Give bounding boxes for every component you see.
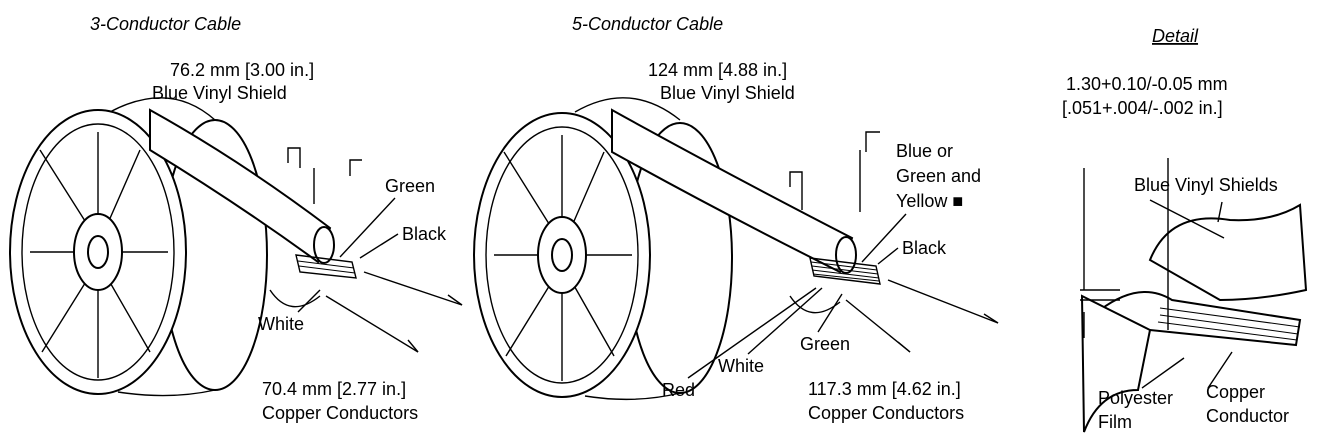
three-conductor-dimension: 70.4 mm [2.77 in.]: [262, 379, 406, 399]
three-shield-label: Blue Vinyl Shield: [152, 83, 287, 103]
five-conductors: [809, 257, 881, 285]
three-green-label: Green: [385, 176, 435, 196]
detail-thickness-line2: [.051+.004/-.002 in.]: [1062, 98, 1223, 118]
five-blue-leader: [861, 213, 907, 263]
detail-shields-leader-1: [1149, 199, 1225, 239]
detail-copper-leader: [1207, 351, 1233, 389]
detail-view: Detail 1.30+0.10/-0.05 mm [.051+.004/-.0…: [1062, 26, 1308, 433]
detail-shields-label: Blue Vinyl Shields: [1134, 175, 1278, 195]
detail-copper-line1: Copper: [1206, 382, 1265, 402]
detail-conductor-ridges: [1157, 307, 1301, 341]
three-black-leader: [359, 233, 399, 259]
reel-hub-hole: [87, 235, 109, 269]
five-green-label: Green: [800, 334, 850, 354]
three-conductors: [295, 254, 357, 279]
detail-thickness-line1: 1.30+0.10/-0.05 mm: [1066, 74, 1228, 94]
five-blue-line2: Green and: [896, 166, 981, 186]
detail-film-leader: [1141, 357, 1185, 389]
five-shield-dimension: 124 mm [4.88 in.]: [648, 60, 787, 80]
three-black-label: Black: [402, 224, 447, 244]
three-shield-ext-end: [349, 159, 362, 176]
three-white-leader: [297, 289, 321, 313]
reel-front-rim-5: [485, 126, 639, 384]
five-shield-leader: [789, 171, 803, 210]
five-conductor-label: Copper Conductors: [808, 403, 964, 423]
five-shield-ext-end: [865, 131, 880, 152]
reel-front-rim: [21, 123, 175, 381]
three-conductor-title: 3-Conductor Cable: [90, 14, 241, 34]
five-black-label: Black: [902, 238, 947, 258]
three-conductor-label: Copper Conductors: [262, 403, 418, 423]
five-white-label: White: [718, 356, 764, 376]
five-shield-label: Blue Vinyl Shield: [660, 83, 795, 103]
five-red-label: Red: [662, 380, 695, 400]
five-green-leader: [817, 293, 843, 333]
three-shield-dimension: 76.2 mm [3.00 in.]: [170, 60, 314, 80]
detail-copper-line2: Conductor: [1206, 406, 1289, 426]
five-cond-arrow-top: [983, 313, 999, 324]
detail-shields-leader-2: [1217, 201, 1223, 223]
reel-drum-top: [109, 97, 216, 121]
three-cond-arrow-top: [447, 294, 463, 306]
detail-film-line2: Film: [1098, 412, 1132, 432]
three-cond-ext-top: [363, 271, 463, 306]
reel-hub-hole-5: [551, 238, 573, 272]
reel-spokes: [30, 132, 168, 378]
three-white-label: White: [258, 314, 304, 334]
detail-title: Detail: [1152, 26, 1199, 46]
shield-peel: [269, 289, 321, 308]
cable-shield-body-5: [611, 108, 854, 274]
detail-film-line1: Polyester: [1098, 388, 1173, 408]
five-blue-line3: Yellow ■: [896, 191, 963, 211]
five-cond-arrow-bottom: [897, 341, 911, 353]
reel-drum-top-5: [574, 97, 681, 121]
five-conductor-title: 5-Conductor Cable: [572, 14, 723, 34]
three-conductor-view: 3-Conductor Cable 76.2 mm [3.00 in.]: [9, 14, 463, 423]
five-blue-line1: Blue or: [896, 141, 953, 161]
cable-shield-end-5: [835, 236, 857, 274]
five-white-leader: [747, 287, 823, 355]
three-cond-ext-bottom: [325, 295, 419, 353]
three-cond-arrow-bottom: [407, 339, 419, 353]
three-shield-leader: [287, 147, 301, 168]
five-cond-ext-top: [887, 279, 999, 324]
five-black-leader: [877, 247, 899, 265]
detail-bottom-shield: [1080, 294, 1152, 433]
reel-drum-bottom: [117, 389, 216, 397]
three-green-leader: [339, 197, 396, 258]
cable-shield-body: [149, 108, 332, 264]
five-red-leader: [687, 287, 817, 379]
cable-shield-end: [313, 226, 335, 264]
detail-thickness-ticks: [1080, 289, 1120, 301]
five-conductor-dimension: 117.3 mm [4.62 in.]: [808, 379, 961, 399]
detail-top-shield: [1148, 203, 1308, 302]
five-conductor-view: 5-Conductor Cable 124 mm [4.88 in.] Blue…: [473, 14, 999, 423]
reel-drum-bottom-5: [584, 392, 681, 401]
